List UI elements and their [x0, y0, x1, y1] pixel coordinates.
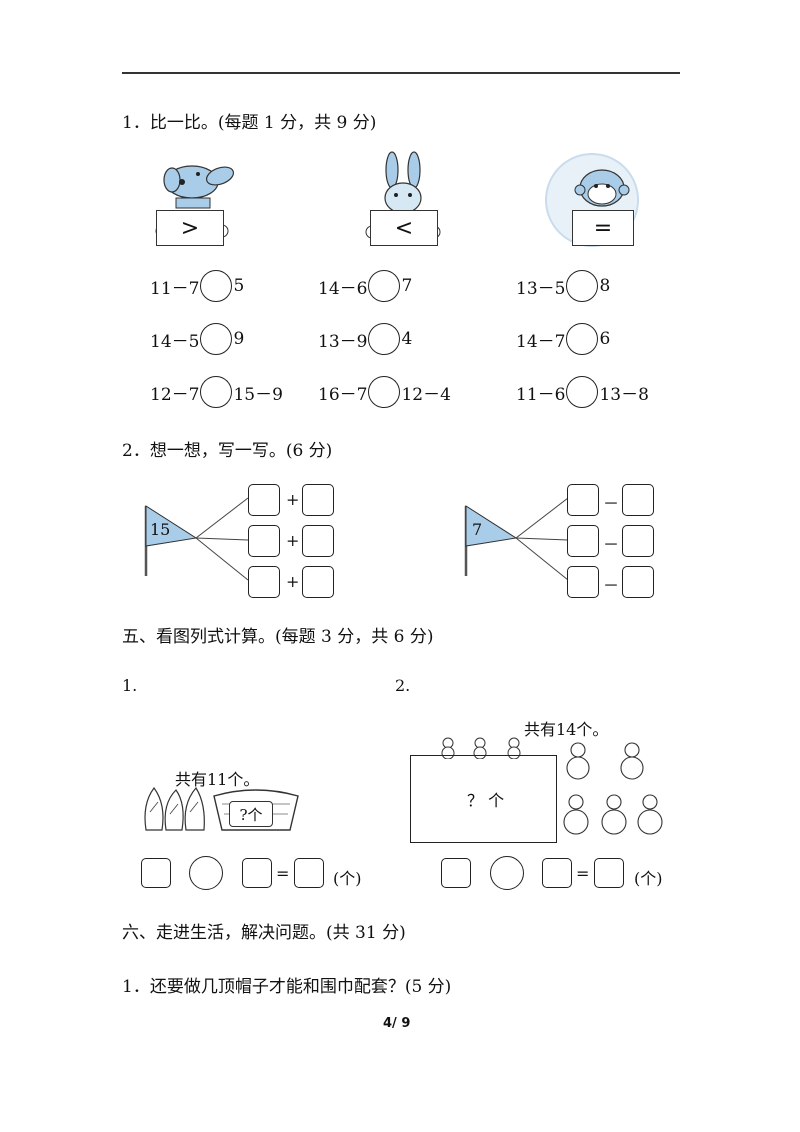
answer-circle[interactable]: [566, 376, 599, 408]
flag-lines-left: [144, 497, 249, 581]
answer-box[interactable]: [567, 525, 599, 557]
answer-box[interactable]: [294, 858, 324, 888]
q1-unknown-label: ?个: [229, 801, 273, 827]
answer-box[interactable]: [248, 484, 280, 516]
answer-box[interactable]: [594, 858, 624, 888]
q2-total-label: 共有14个。: [524, 720, 609, 739]
answer-box[interactable]: [441, 858, 471, 888]
hidden-snowmen-box: [410, 755, 557, 843]
answer-circle[interactable]: [200, 376, 233, 408]
answer-box[interactable]: [622, 525, 654, 557]
answer-circle[interactable]: [200, 270, 233, 302]
answer-box[interactable]: [302, 484, 334, 516]
less-than-card: <: [370, 210, 438, 246]
plus-sign: +: [286, 531, 300, 550]
snowmen-group: [563, 742, 663, 835]
operator-circle[interactable]: [189, 856, 223, 890]
answer-box[interactable]: [302, 566, 334, 598]
answer-box[interactable]: [248, 566, 280, 598]
section5-heading: 五、看图列式计算。(每题 3 分，共 6 分): [122, 627, 434, 647]
answer-box[interactable]: [242, 858, 272, 888]
equals-sign: =: [276, 864, 290, 883]
q1-total-label: 共有11个。: [175, 770, 260, 789]
answer-box[interactable]: [622, 484, 654, 516]
minus-sign: －: [603, 494, 620, 513]
section1-heading: 1．比一比。(每题 1 分，共 9 分): [122, 113, 377, 133]
unit-label: (个): [634, 869, 663, 888]
section2-heading: 2．想一想，写一写。(6 分): [122, 441, 333, 461]
answer-box[interactable]: [542, 858, 572, 888]
answer-circle[interactable]: [200, 323, 233, 355]
answer-box[interactable]: [567, 484, 599, 516]
greater-than-card: >: [156, 210, 224, 246]
plus-sign: +: [286, 572, 300, 591]
answer-box[interactable]: [622, 566, 654, 598]
minus-sign: －: [603, 535, 620, 554]
unit-label: (个): [333, 869, 362, 888]
page-number: 4/ 9: [383, 1016, 411, 1031]
operator-circle[interactable]: [490, 856, 524, 890]
answer-box[interactable]: [248, 525, 280, 557]
answer-circle[interactable]: [368, 323, 401, 355]
question-label-2: 2.: [395, 676, 411, 695]
minus-sign: －: [603, 576, 620, 595]
bamboo-shoots-basket: [144, 786, 299, 831]
flag-number-right: 7: [472, 520, 483, 539]
top-rule: [122, 72, 680, 74]
answer-circle[interactable]: [368, 270, 401, 302]
question-label-1: 1.: [122, 676, 138, 695]
q2-unknown-label: ？ 个: [467, 791, 505, 810]
flag-number-left: 15: [150, 520, 171, 539]
equals-sign: =: [576, 864, 590, 883]
flag-lines-right: [464, 497, 569, 581]
plus-sign: +: [286, 490, 300, 509]
answer-box[interactable]: [141, 858, 171, 888]
answer-circle[interactable]: [566, 270, 599, 302]
answer-box[interactable]: [567, 566, 599, 598]
equals-card: =: [572, 210, 634, 246]
answer-circle[interactable]: [368, 376, 401, 408]
answer-circle[interactable]: [566, 323, 599, 355]
section6-question-1: 1．还要做几顶帽子才能和围巾配套？(5 分): [122, 977, 452, 997]
answer-box[interactable]: [302, 525, 334, 557]
section6-heading: 六、走进生活，解决问题。(共 31 分): [122, 923, 406, 943]
